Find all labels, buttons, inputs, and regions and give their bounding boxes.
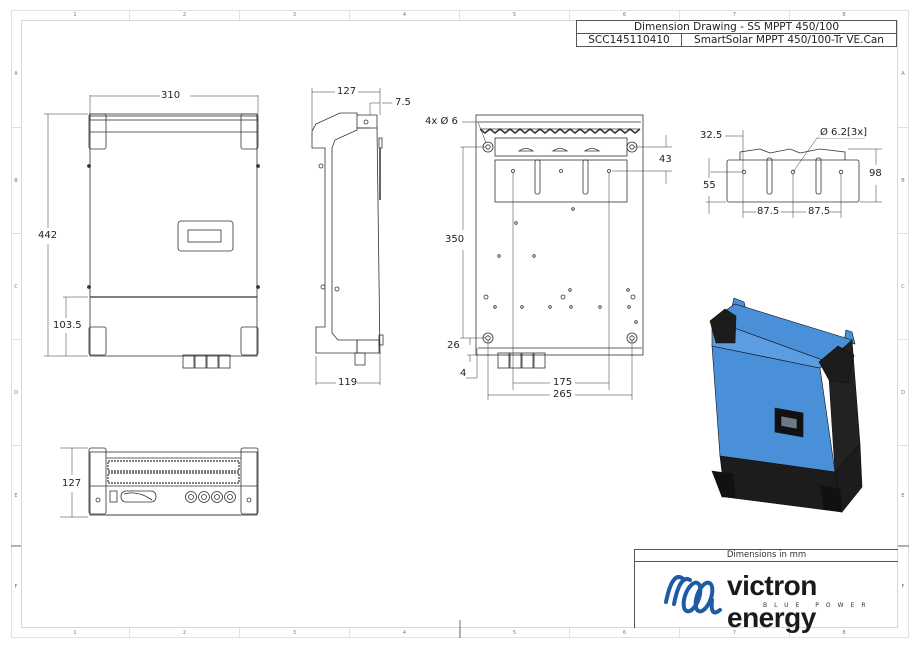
zone-col-4: 4: [350, 10, 460, 20]
bracket-view: [706, 130, 882, 218]
product-name: SmartSolar MPPT 450/100-Tr VE.Can: [694, 34, 884, 46]
bracket-hole-height-dim: 55: [703, 180, 716, 191]
drawing-title: Dimension Drawing - SS MPPT 450/100: [577, 21, 896, 34]
zone-col-7: 7: [680, 10, 790, 20]
side-view: [311, 88, 392, 385]
zone-row-a-right: A: [898, 20, 908, 128]
side-offset-dim: 7.5: [395, 97, 411, 108]
zone-col-2: 2: [130, 10, 240, 20]
bracket-left-offset-dim: 32.5: [700, 130, 723, 141]
zone-row-f-right: F: [901, 584, 905, 590]
zone-row-c: C: [11, 234, 21, 340]
side-top-depth-dim: 127: [337, 86, 357, 97]
zone-row-d-right: D: [898, 340, 908, 446]
title-block: Dimension Drawing - SS MPPT 450/100 SCC1…: [576, 20, 897, 47]
inner-frame: [21, 20, 898, 628]
zone-col-8-bottom: 8: [842, 630, 846, 636]
front-height-dim: 442: [38, 230, 58, 241]
front-width-dim: 310: [161, 90, 181, 101]
zone-col-5: 5: [460, 10, 570, 20]
zone-row-b-right: B: [898, 128, 908, 234]
units-note: Dimensions in mm: [635, 550, 898, 562]
front-lower-dim: 103.5: [53, 320, 82, 331]
zone-col-1-bottom: 1: [21, 628, 130, 638]
rear-outer-spacing-dim: 265: [553, 389, 573, 400]
iso-view: [709, 297, 863, 513]
zone-col-3: 3: [240, 10, 350, 20]
brand-tagline: BLUE POWER: [763, 602, 873, 609]
rear-vertical-spacing-dim: 350: [445, 234, 465, 245]
front-view: [44, 95, 260, 369]
zone-col-1: 1: [21, 10, 130, 20]
zone-col-2-bottom: 2: [130, 628, 240, 638]
zone-col-8: 8: [842, 12, 846, 18]
zone-col-4-bottom: 4: [350, 628, 460, 638]
zone-row-b: B: [11, 128, 21, 234]
zone-row-e: E: [11, 446, 21, 546]
side-bottom-depth-dim: 119: [338, 377, 358, 388]
zone-row-d: D: [11, 340, 21, 446]
zone-col-7-bottom: 7: [680, 628, 790, 638]
rear-top-offset-dim: 43: [659, 154, 672, 165]
rear-hole-callout: 4x Ø 6: [425, 116, 458, 127]
zone-col-3-bottom: 3: [240, 628, 350, 638]
rear-view: [460, 114, 672, 400]
bracket-spacing-right-dim: 87.5: [808, 206, 831, 217]
brand-name: victron energy: [727, 570, 817, 633]
bracket-spacing-left-dim: 87.5: [757, 206, 780, 217]
zone-row-f: F: [14, 584, 18, 590]
rear-bottom-edge-dim: 4: [460, 368, 467, 379]
bracket-hole-callout: Ø 6.2[3x]: [820, 127, 868, 138]
rear-inner-spacing-dim: 175: [553, 377, 573, 388]
bottom-view: [60, 447, 259, 518]
zone-row-a: A: [11, 20, 21, 128]
bottom-depth-dim: 127: [62, 478, 82, 489]
zone-col-6-bottom: 6: [570, 628, 680, 638]
logo-block: Dimensions in mm victron energy BLUE POW…: [634, 549, 898, 633]
zone-col-5-bottom: 5: [460, 628, 570, 638]
zone-row-e-right: E: [898, 446, 908, 546]
zone-col-6: 6: [570, 10, 680, 20]
bracket-height-dim: 98: [869, 168, 882, 179]
part-code: SCC145110410: [577, 34, 682, 46]
rear-bottom-offset-dim: 26: [447, 340, 460, 351]
victron-logo-icon: [664, 575, 722, 615]
zone-row-c-right: C: [898, 234, 908, 340]
